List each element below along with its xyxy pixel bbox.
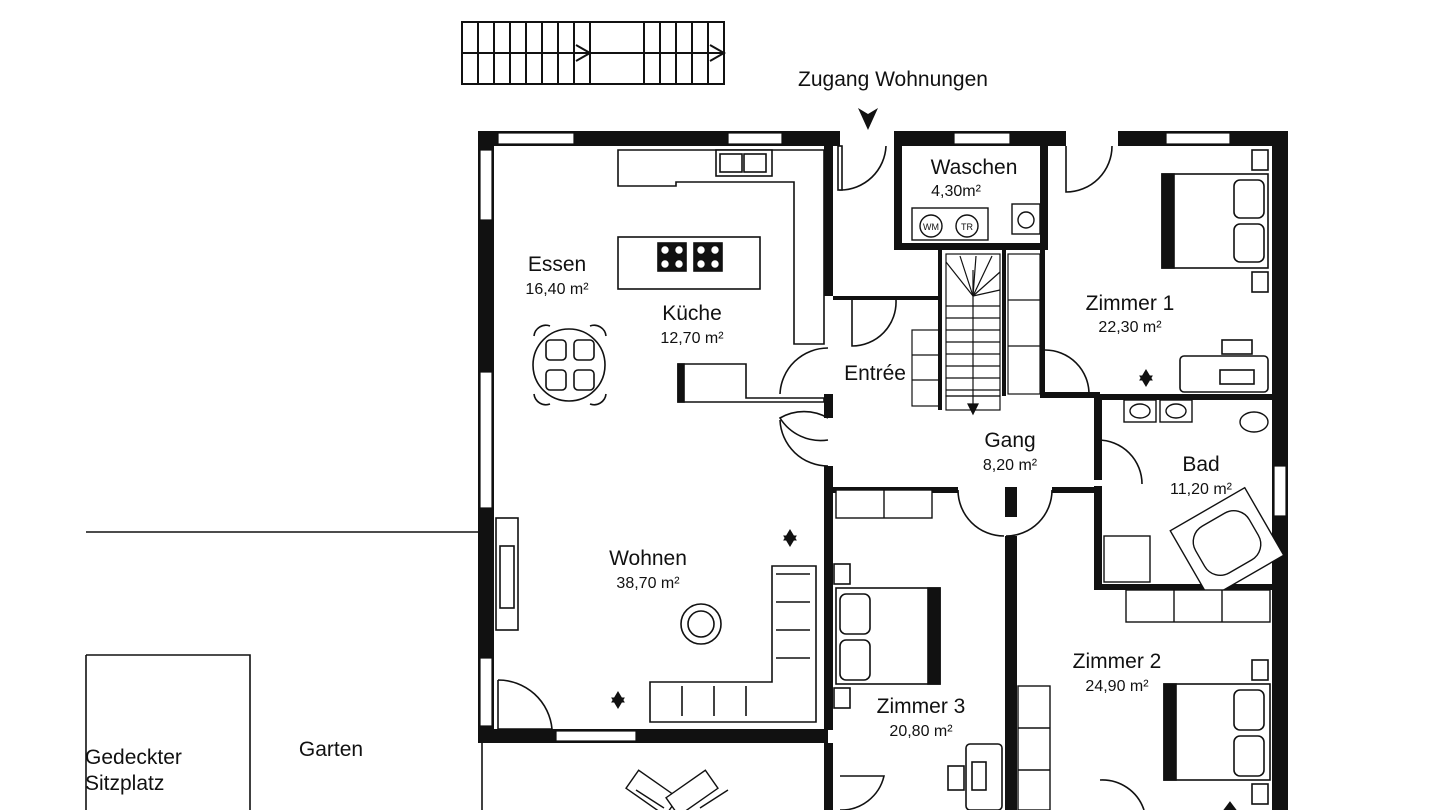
- room-name-gang: Gang: [984, 429, 1035, 452]
- laundry-appliances: [911, 203, 1041, 241]
- entrance-label: Zugang Wohnungen: [798, 68, 988, 91]
- covered-seating-label-line2: Sitzplatz: [85, 772, 164, 795]
- room-name-waschen: Waschen: [931, 156, 1018, 179]
- dining-table: [532, 324, 607, 406]
- entrance-arrow-icon: [858, 108, 878, 130]
- room-name-zimmer2: Zimmer 2: [1073, 650, 1162, 673]
- wardrobes: [835, 489, 1271, 810]
- site-lines: [85, 531, 483, 810]
- room-area-bad: 11,20 m²: [1170, 481, 1233, 498]
- windows: [479, 132, 1287, 742]
- bedroom1-furniture: [1139, 149, 1269, 393]
- room-name-zimmer3: Zimmer 3: [877, 695, 966, 718]
- room-name-wohnen: Wohnen: [609, 547, 687, 570]
- terrace-loungers: [625, 769, 729, 810]
- bedroom3-furniture: [833, 563, 1003, 810]
- room-name-entree: Entrée: [844, 362, 906, 385]
- room-name-essen: Essen: [528, 253, 586, 276]
- room-area-zimmer1: 22,30 m²: [1098, 319, 1162, 336]
- washer-label: WM: [923, 222, 939, 232]
- living-furniture: [495, 517, 817, 723]
- room-area-essen: 16,40 m²: [525, 281, 589, 298]
- room-name-kueche: Küche: [662, 302, 722, 325]
- room-area-waschen: 4,30m²: [931, 183, 981, 200]
- room-area-kueche: 12,70 m²: [660, 330, 724, 347]
- garden-label: Garten: [299, 738, 363, 761]
- covered-seating-label-line1: Gedeckter: [85, 746, 182, 769]
- room-area-zimmer3: 20,80 m²: [889, 723, 953, 740]
- room-area-gang: 8,20 m²: [983, 457, 1038, 474]
- room-area-zimmer2: 24,90 m²: [1085, 678, 1149, 695]
- room-name-bad: Bad: [1182, 453, 1219, 476]
- dryer-label: TR: [961, 222, 973, 232]
- kitchen-furniture: [617, 149, 825, 403]
- interior-staircase: [911, 253, 1041, 416]
- room-name-zimmer1: Zimmer 1: [1086, 292, 1175, 315]
- bedroom2-furniture: [1163, 659, 1271, 810]
- doors: [497, 145, 1145, 810]
- exterior-staircase: [461, 21, 727, 85]
- room-area-wohnen: 38,70 m²: [616, 575, 680, 592]
- bathroom-furniture: [1103, 399, 1285, 600]
